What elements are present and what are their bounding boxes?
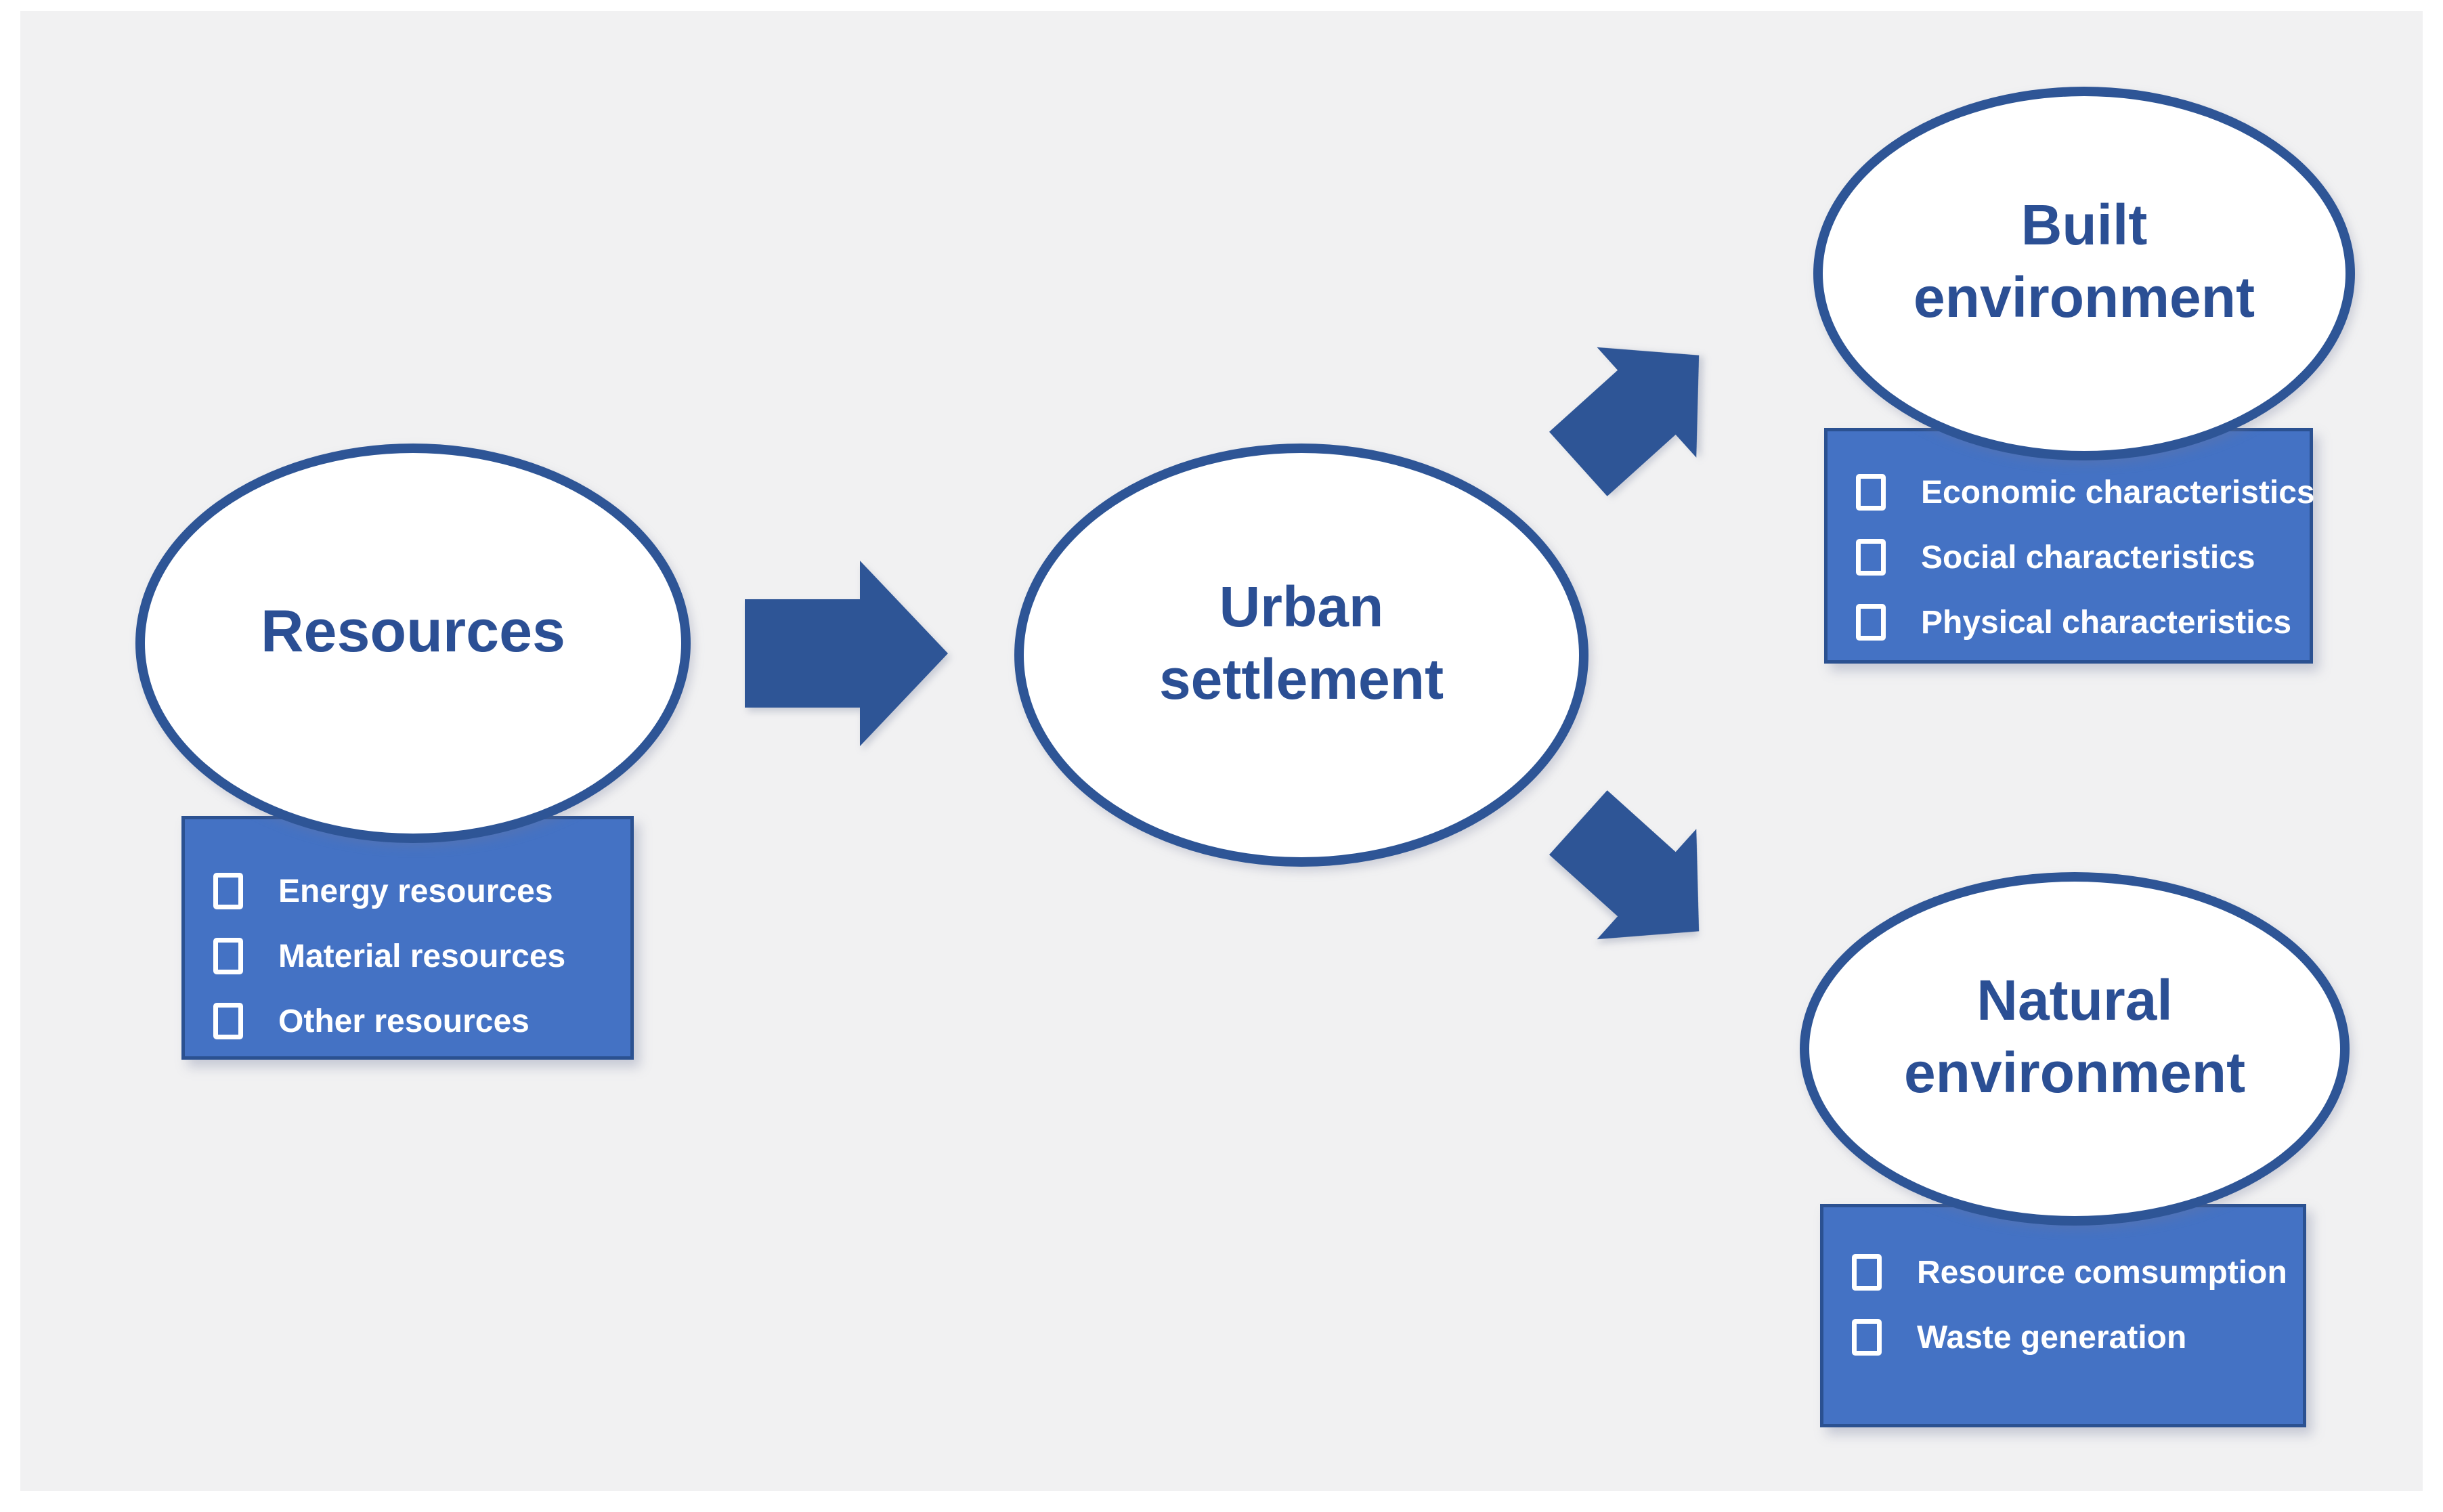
checkbox-bullet-icon: [213, 938, 243, 974]
arrow-down-right-icon: [1549, 790, 1700, 940]
list-item: Material resources: [213, 937, 630, 975]
list-item: Other resources: [213, 1002, 630, 1040]
item-label: Resource comsumption: [1917, 1254, 2287, 1291]
arrow-down-right-shape: [1549, 790, 1700, 940]
checkbox-bullet-icon: [1856, 474, 1886, 511]
checkbox-bullet-icon: [1856, 604, 1886, 641]
item-label: Other resources: [278, 1003, 529, 1039]
built-environment-node-ellipse: Built environment: [1813, 87, 2355, 460]
list-item: Social characteristics: [1856, 538, 2310, 576]
urban-settlement-node-ellipse: Urban settlement: [1014, 444, 1588, 867]
item-label: Material resources: [278, 938, 566, 974]
checkbox-bullet-icon: [1856, 539, 1886, 576]
list-item: Energy resources: [213, 872, 630, 910]
natural-environment-node-ellipse: Natural environment: [1800, 872, 2350, 1226]
item-label: Economic characteristics: [1921, 474, 2315, 511]
resources-list-box: Energy resources Material resources Othe…: [181, 816, 634, 1060]
list-item: Waste generation: [1852, 1318, 2303, 1356]
list-item: Physical characteristics: [1856, 603, 2310, 641]
arrow-right-icon: [745, 561, 948, 746]
natural-environment-list-box: Resource comsumption Waste generation: [1820, 1204, 2306, 1427]
checkbox-bullet-icon: [1852, 1254, 1882, 1291]
built-environment-list-box: Economic characteristics Social characte…: [1824, 428, 2315, 664]
arrow-right-shape: [745, 561, 948, 746]
item-label: Physical characteristics: [1921, 604, 2292, 641]
arrow-up-right-icon: [1549, 347, 1700, 496]
list-item: Resource comsumption: [1852, 1253, 2303, 1291]
urban-settlement-node-title: Urban settlement: [1159, 574, 1444, 711]
checkbox-bullet-icon: [213, 873, 243, 909]
item-label: Energy resources: [278, 873, 553, 909]
resources-node-ellipse: Resources: [135, 444, 691, 843]
item-label: Waste generation: [1917, 1319, 2187, 1356]
item-label: Social characteristics: [1921, 539, 2255, 576]
checkbox-bullet-icon: [1852, 1319, 1882, 1356]
resources-node-title: Resources: [260, 597, 565, 665]
natural-environment-node-title: Natural environment: [1903, 968, 2246, 1104]
checkbox-bullet-icon: [213, 1003, 243, 1039]
arrow-up-right-shape: [1549, 347, 1700, 496]
list-item: Economic characteristics: [1856, 473, 2315, 511]
built-environment-node-title: Built environment: [1913, 193, 2255, 329]
